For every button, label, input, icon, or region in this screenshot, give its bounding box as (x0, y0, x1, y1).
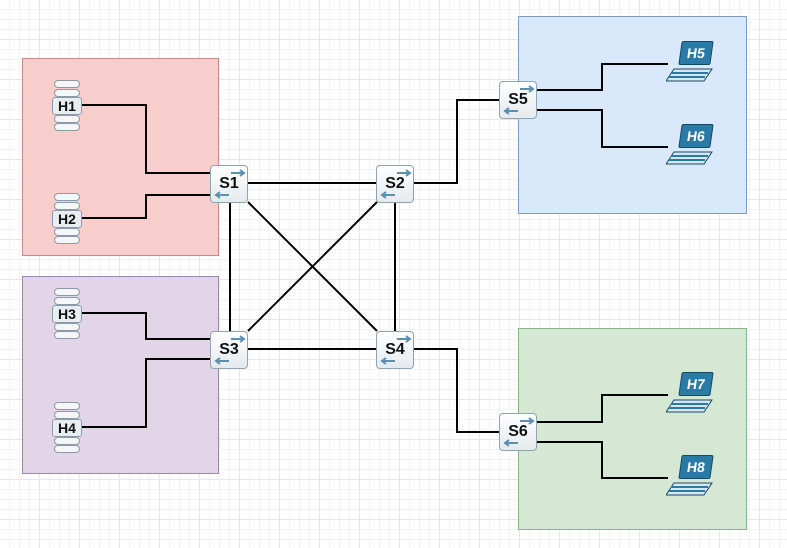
host-h1[interactable]: H1 (52, 80, 82, 131)
link-h3-s3 (80, 312, 210, 340)
host-h6[interactable]: H6 (666, 124, 714, 172)
host-label: H7 (685, 376, 707, 392)
host-h5[interactable]: H5 (666, 41, 714, 89)
laptop-icon: H5 (678, 41, 714, 65)
keyboard-icon (666, 68, 713, 82)
link-s4-s6 (414, 348, 499, 433)
host-h4[interactable]: H4 (52, 402, 82, 453)
link-s2-s3 (247, 201, 378, 332)
link-h4-s3 (80, 358, 210, 428)
host-h2[interactable]: H2 (52, 193, 82, 244)
host-label: H5 (685, 45, 707, 61)
link-s6-h7 (537, 394, 668, 423)
host-label: H2 (52, 210, 82, 228)
host-h8[interactable]: H8 (666, 455, 714, 503)
switch-icon (214, 169, 246, 199)
switch-s6[interactable]: S6 (499, 413, 537, 451)
laptop-icon: H8 (678, 455, 714, 479)
laptop-icon: H6 (678, 124, 714, 148)
switch-s4[interactable]: S4 (376, 331, 414, 369)
keyboard-icon (666, 399, 713, 413)
host-h3[interactable]: H3 (52, 288, 82, 339)
host-label: H8 (685, 459, 707, 475)
switch-label: S3 (219, 341, 239, 358)
switch-label: S2 (385, 175, 405, 192)
switch-s1[interactable]: S1 (210, 165, 248, 203)
switch-s3[interactable]: S3 (210, 331, 248, 369)
link-h1-s1 (80, 104, 210, 174)
laptop-icon: H7 (678, 372, 714, 396)
link-s5-h5 (537, 63, 668, 91)
keyboard-icon (666, 151, 713, 165)
switch-icon (380, 169, 412, 199)
link-s5-h6 (537, 109, 668, 148)
switch-icon (503, 85, 535, 115)
host-label: H3 (52, 305, 82, 323)
link-s6-h8 (537, 441, 668, 479)
switch-s2[interactable]: S2 (376, 165, 414, 203)
switch-label: S1 (219, 175, 239, 192)
switch-icon (503, 417, 535, 447)
zone-green (518, 328, 747, 530)
switch-label: S5 (508, 91, 528, 108)
switch-icon (214, 335, 246, 365)
link-s2-s5 (414, 99, 499, 184)
host-label: H6 (685, 128, 707, 144)
switch-icon (380, 335, 412, 365)
host-label: H1 (52, 97, 82, 115)
link-h2-s1 (80, 194, 210, 219)
keyboard-icon (666, 482, 713, 496)
host-h7[interactable]: H7 (666, 372, 714, 420)
host-label: H4 (52, 419, 82, 437)
switch-label: S6 (508, 423, 528, 440)
switch-s5[interactable]: S5 (499, 81, 537, 119)
switch-label: S4 (385, 341, 405, 358)
